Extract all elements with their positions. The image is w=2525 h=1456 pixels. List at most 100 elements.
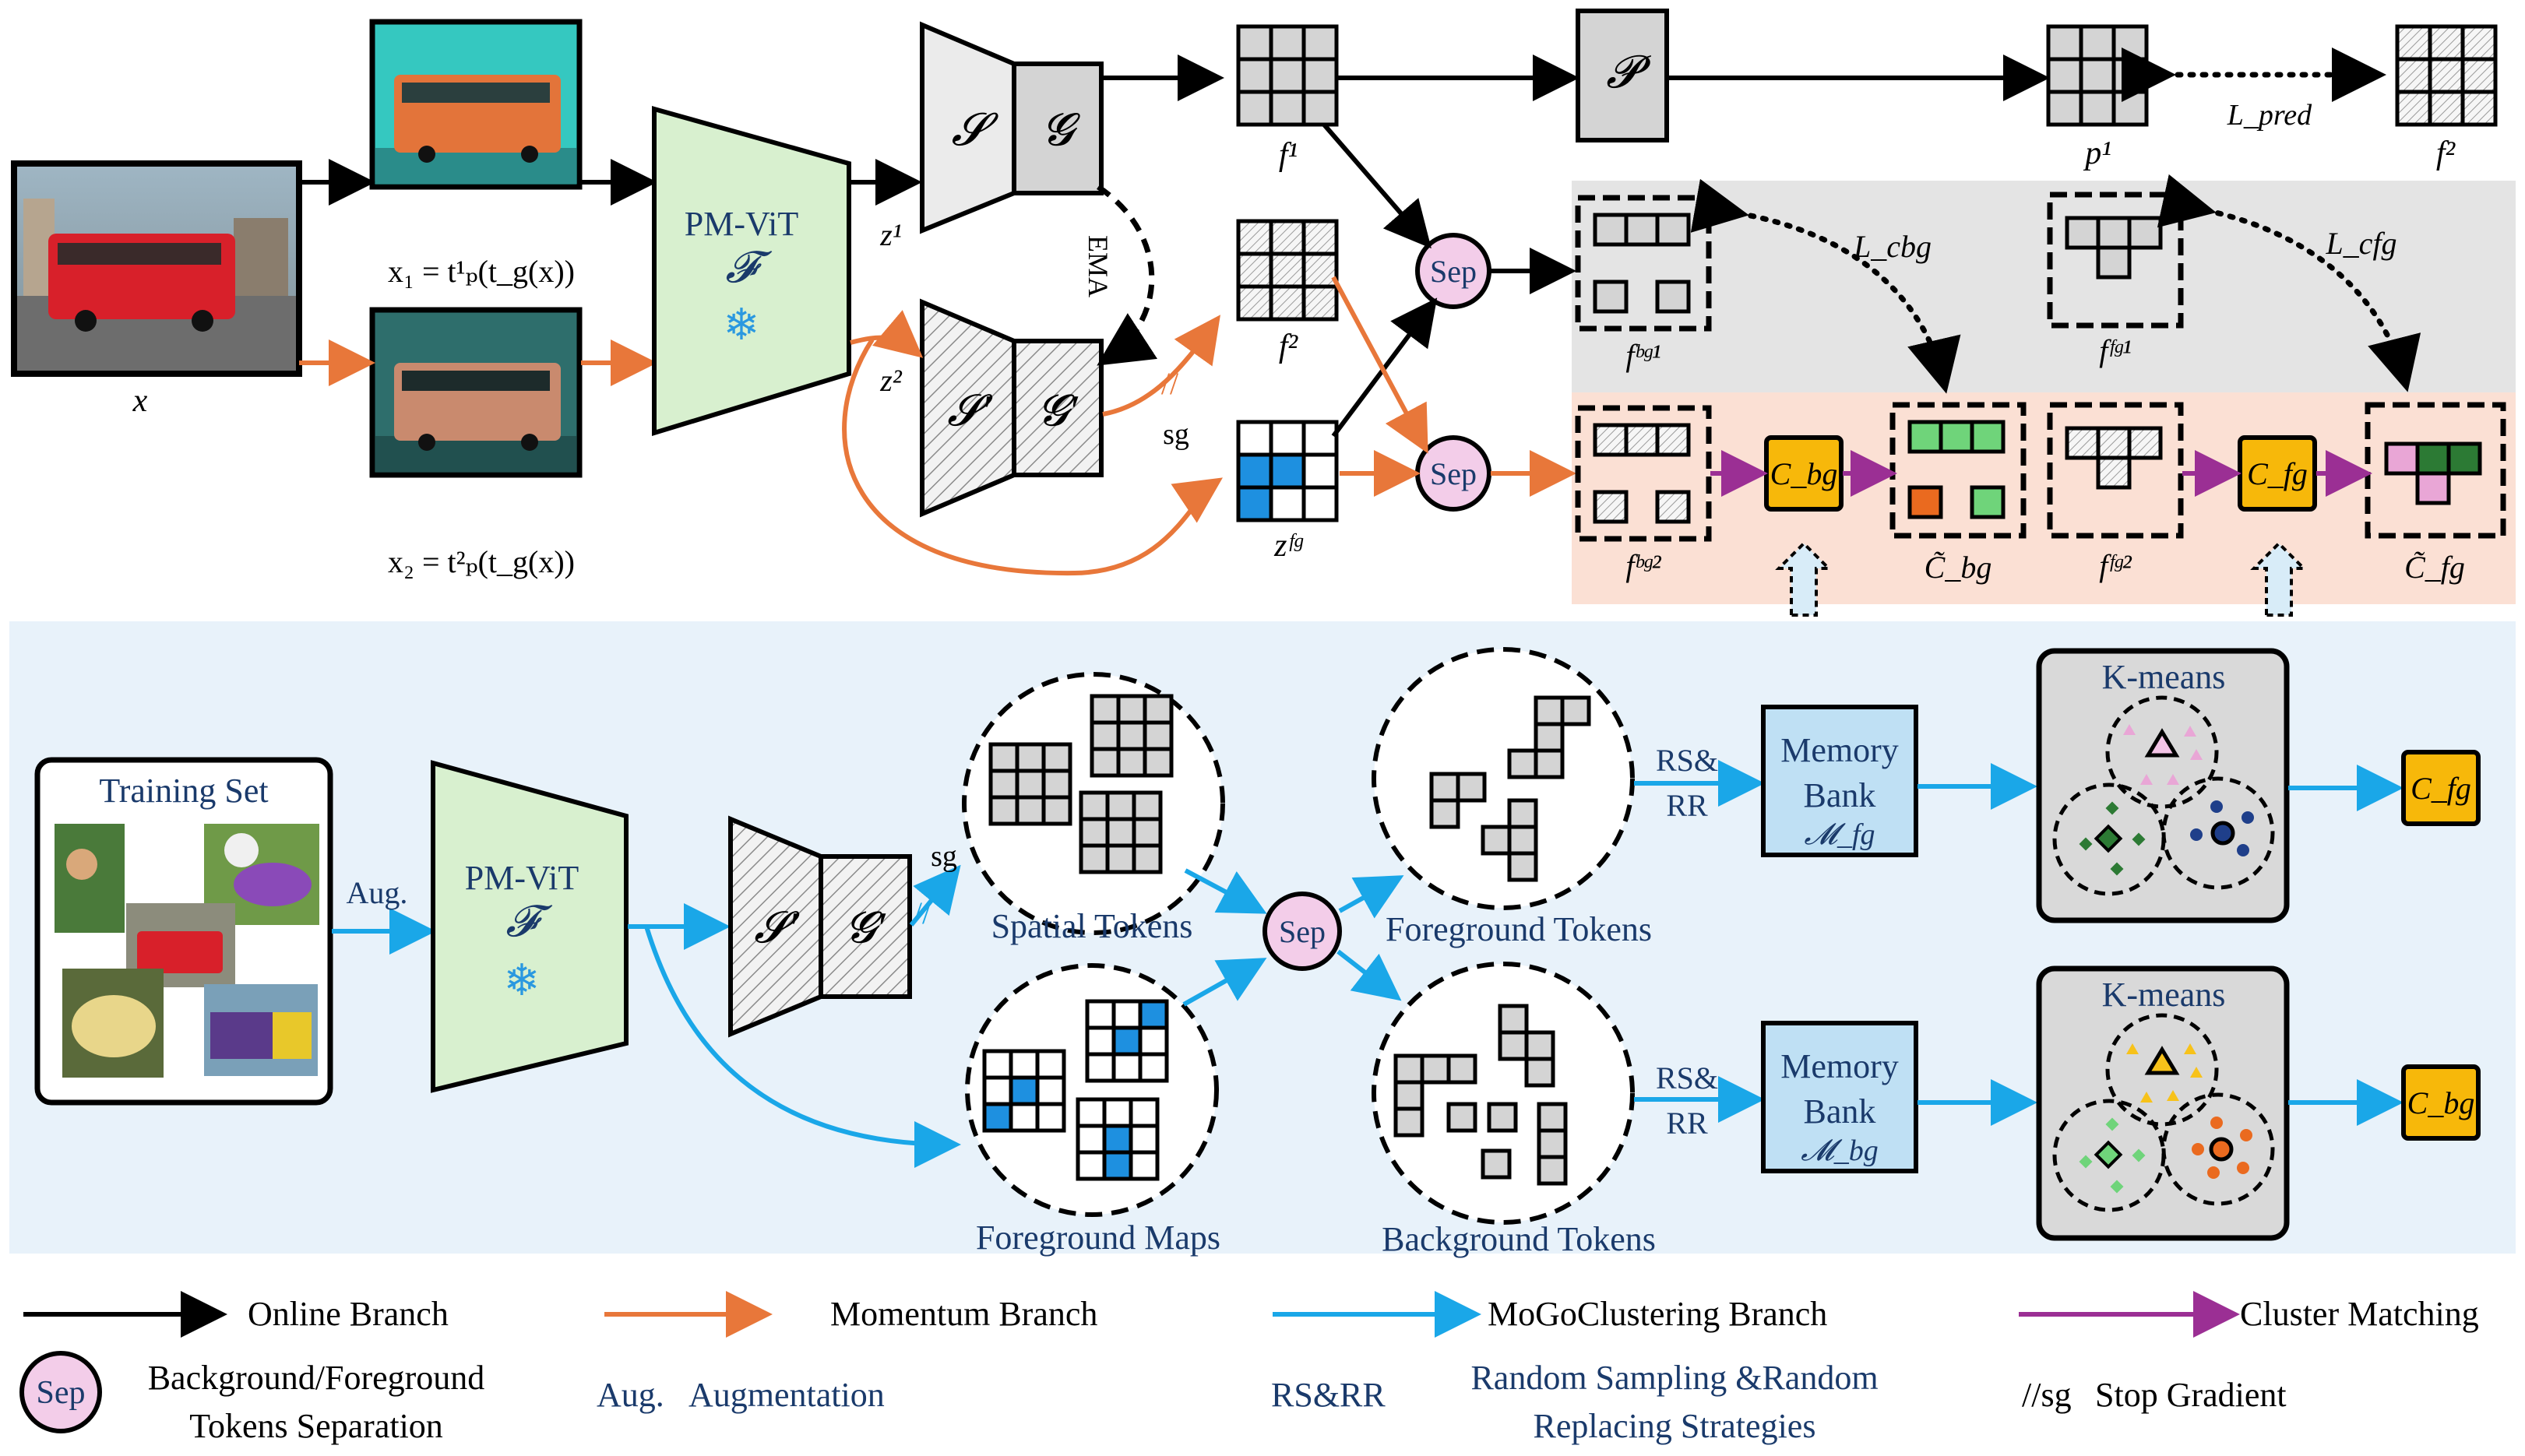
pmvit-top-name: PM-ViT [685, 205, 799, 243]
token-cell [1236, 452, 1273, 490]
token-cell [1116, 694, 1147, 725]
token-cell [2428, 57, 2465, 94]
spatial-token-grid [1079, 790, 1163, 874]
snowflake-icon: ❄ [724, 301, 760, 350]
p1-label: p¹ [2083, 135, 2111, 171]
x-label: x [132, 383, 148, 419]
token-cell [1085, 1025, 1116, 1057]
legend-rsrr-abbr: RS&RR [1271, 1376, 1386, 1414]
token-cell [988, 742, 1020, 773]
token-cell [1041, 742, 1072, 773]
fbg1-tokens [1575, 195, 1712, 332]
s-prime-label-bottom: 𝓢′ [754, 904, 800, 952]
input-image-x1 [369, 19, 583, 190]
peach-band [1572, 392, 2516, 604]
token-cell [1102, 1097, 1133, 1128]
arrow-f2-to-sep2 [1331, 276, 1428, 454]
token-cell [1269, 420, 1306, 457]
token-cell [1301, 420, 1339, 457]
token-cell [1035, 1049, 1066, 1080]
token-cell [1009, 1102, 1040, 1133]
encoder-g-top [1012, 62, 1104, 195]
zfg-mask-grid [1236, 420, 1339, 522]
lcfg-link [2157, 174, 2421, 392]
f1-label: f¹ [1279, 137, 1298, 173]
token-cell [1269, 452, 1306, 490]
encoder-g-prime-top [1012, 339, 1104, 477]
cfg-label-bottom: C_fg [2411, 771, 2471, 806]
background-tokens-circle [1372, 962, 1635, 1225]
kmeans-bg-clusters [2052, 1013, 2275, 1212]
token-cell [1102, 1124, 1133, 1155]
token-cell [1035, 1075, 1066, 1106]
token-cell [1009, 1049, 1040, 1080]
ffg2-tokens [2047, 402, 2184, 539]
legend-sg-mark: //sg [2022, 1376, 2072, 1414]
token-cell [988, 768, 1020, 800]
input-image-x2 [369, 307, 583, 478]
token-cell [1236, 251, 1273, 289]
token-cell [1111, 1025, 1143, 1057]
token-cell [1111, 999, 1143, 1030]
token-cell [1301, 57, 1339, 94]
memory-bg-line2: Bank [1804, 1092, 1876, 1131]
sep-bottom [1262, 892, 1342, 971]
token-cell [1269, 284, 1306, 322]
legend-momentum-label: Momentum Branch [830, 1295, 1097, 1333]
ffg1-tokens [2047, 192, 2184, 329]
ffg1-label: fᶠᵍ¹ [2099, 333, 2131, 368]
token-cell [1105, 817, 1136, 848]
token-cell [1132, 843, 1163, 874]
fbg1-label: fᵇᵍ¹ [1625, 338, 1660, 373]
token-cell [1269, 219, 1306, 256]
token-cell [1269, 57, 1306, 94]
aug-label: Aug. [347, 875, 408, 910]
token-cell [1015, 795, 1046, 826]
cfg-label-top: C_fg [2247, 456, 2308, 491]
token-cell [1079, 790, 1110, 821]
token-cell [2079, 24, 2116, 62]
token-cell [1236, 90, 1273, 127]
arrow-sep-to-bgtokens [1336, 949, 1402, 1001]
token-cell [2460, 90, 2498, 127]
token-cell [2395, 57, 2432, 94]
f2-feature-grid [1236, 219, 1339, 322]
token-cell [982, 1075, 1013, 1106]
arrow-gprime-to-f2 [1102, 315, 1220, 417]
token-cell [982, 1102, 1013, 1133]
memory-bank-bg [1761, 1021, 1918, 1173]
token-cell [2079, 57, 2116, 94]
token-cell [1301, 485, 1339, 522]
legend-matching-label: Cluster Matching [2240, 1295, 2479, 1333]
lcbg-label: L_cbg [1853, 229, 1932, 264]
legend-sep-line2: Tokens Separation [189, 1407, 443, 1445]
token-cell [1301, 251, 1339, 289]
arrow-f1-to-sep1 [1322, 123, 1432, 249]
token-cell [1015, 768, 1046, 800]
token-cell [1129, 1097, 1160, 1128]
memory-bg-symbol: 𝓜_bg [1801, 1134, 1879, 1167]
token-cell [1035, 1102, 1066, 1133]
memory-fg-line2: Bank [1804, 776, 1876, 814]
token-cell [1236, 284, 1273, 322]
token-cell [2079, 90, 2116, 127]
token-cell [1236, 24, 1273, 62]
sg-stop-mark-bottom: // [914, 895, 931, 930]
update-arrow-cfg [2250, 541, 2308, 617]
background-token-blocks [1393, 1004, 1568, 1186]
token-cell [1236, 57, 1273, 94]
token-cell [1076, 1150, 1107, 1181]
token-cell [1041, 768, 1072, 800]
foreground-map-grid [1076, 1097, 1160, 1181]
p1-prediction-grid [2046, 24, 2149, 127]
legend-mogo-label: MoGoClustering Branch [1488, 1295, 1827, 1333]
f2-target-label: f² [2436, 135, 2456, 171]
arrow-gprime-to-spatial [909, 864, 961, 927]
rsrr-fg-line2: RR [1666, 788, 1708, 823]
lcfg-label: L_cfg [2325, 226, 2396, 261]
token-cell [1269, 90, 1306, 127]
ema-arrow [1097, 185, 1158, 366]
token-cell [1301, 452, 1339, 490]
token-cell [1236, 485, 1273, 522]
